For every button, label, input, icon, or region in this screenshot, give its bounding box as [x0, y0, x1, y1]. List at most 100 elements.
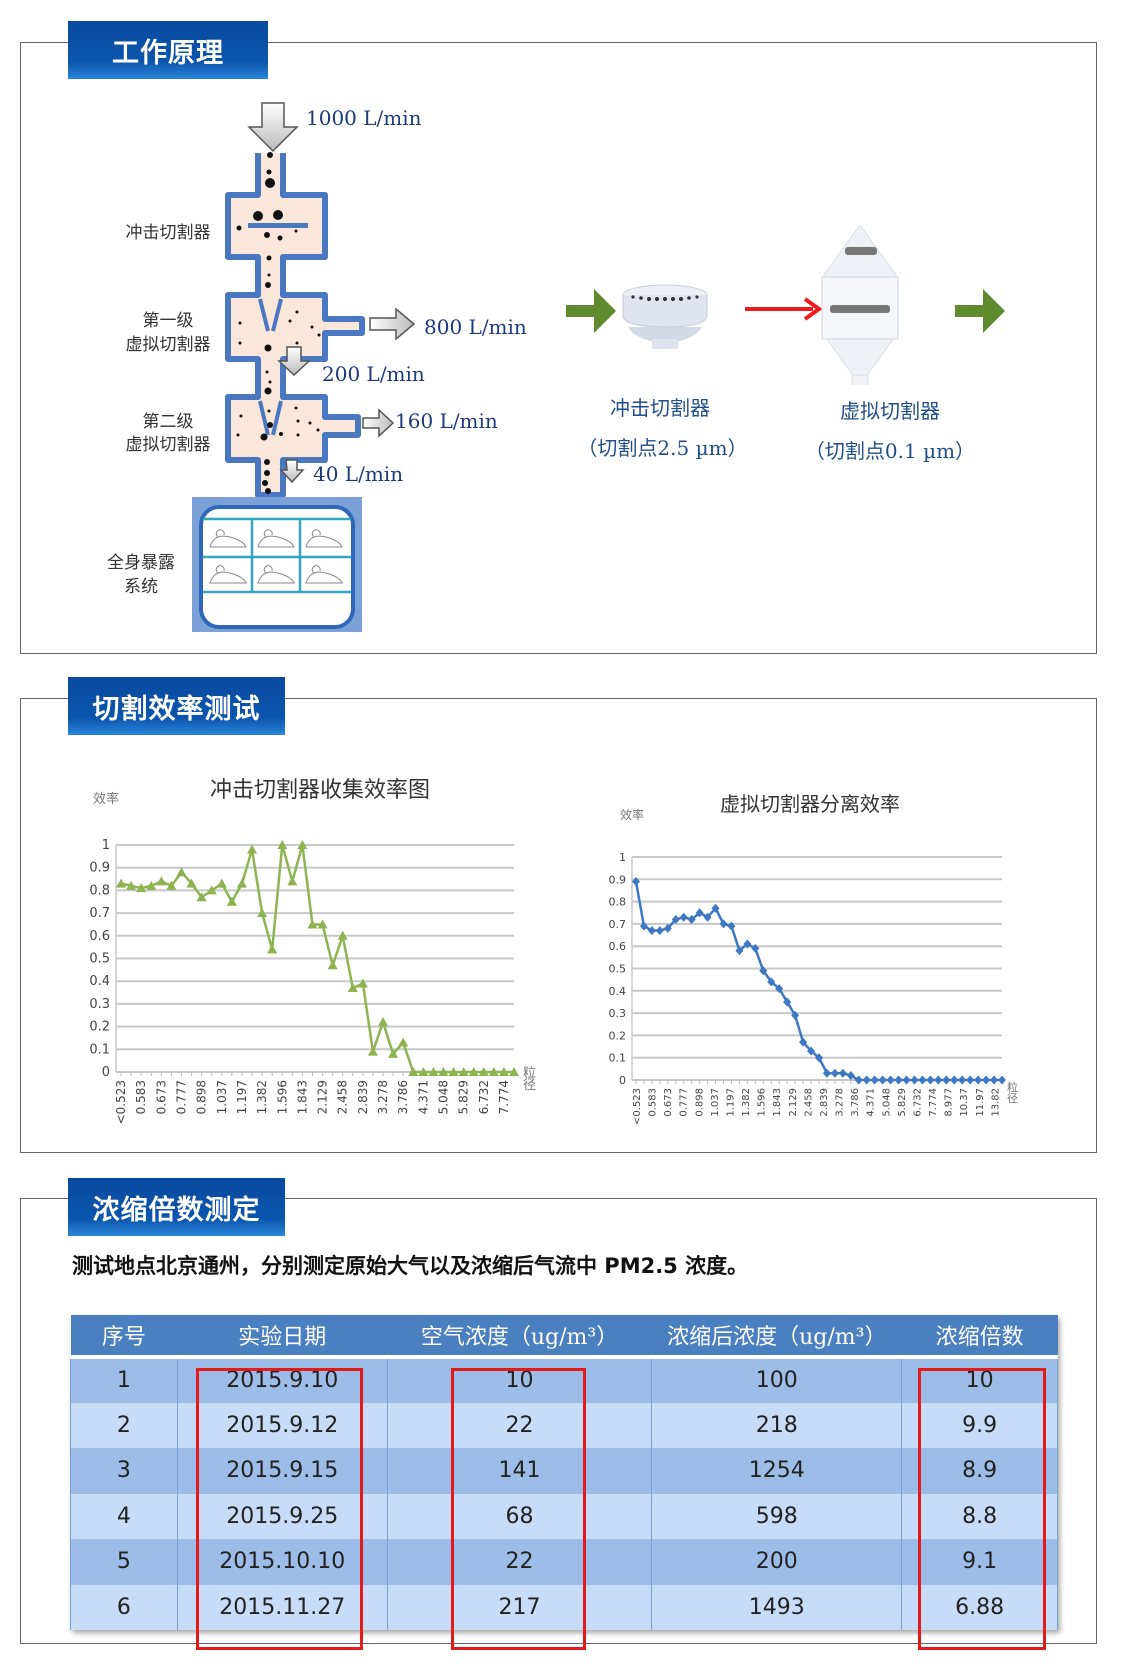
green-arrow-icon: [955, 289, 1005, 333]
virtual2-label-line1: 第二级: [142, 412, 194, 432]
cell-factor: 10: [901, 1357, 1058, 1403]
svg-text:0.6: 0.6: [609, 940, 627, 953]
downflow-arrow-icon: [279, 459, 305, 484]
svg-text:2.839: 2.839: [819, 1088, 830, 1117]
chart2-xlabel: 粒径: [1007, 1081, 1018, 1105]
flow-inlet: 1000 L/min: [306, 106, 422, 130]
outflow-arrow-icon: [362, 408, 395, 438]
svg-text:0.6: 0.6: [89, 929, 110, 944]
svg-text:11.97: 11.97: [975, 1088, 986, 1117]
green-arrow-icon: [566, 289, 616, 333]
impactor-label: 冲击切割器: [125, 223, 211, 243]
svg-text:0.898: 0.898: [195, 1080, 209, 1114]
exposure-label-line2: 系统: [124, 577, 158, 597]
virtual2-label-line2: 虚拟切割器: [125, 435, 211, 455]
svg-text:7.774: 7.774: [497, 1080, 511, 1114]
svg-text:1.197: 1.197: [235, 1080, 249, 1114]
chart2-title: 虚拟切割器分离效率: [720, 792, 900, 816]
cell-concentrated: 218: [651, 1402, 903, 1448]
svg-text:0.3: 0.3: [609, 1007, 627, 1020]
cell-index: 6: [70, 1584, 178, 1630]
cell-factor: 9.9: [901, 1402, 1058, 1448]
svg-text:13.82: 13.82: [990, 1088, 1001, 1117]
col-header-factor: 浓缩倍数: [901, 1315, 1058, 1359]
cell-date: 2015.9.25: [176, 1493, 388, 1539]
impactor-device-image: [622, 284, 708, 349]
svg-text:0.7: 0.7: [89, 906, 110, 921]
chart1-xlabel: 粒径: [523, 1066, 537, 1093]
svg-text:5.829: 5.829: [457, 1080, 471, 1114]
svg-text:3.278: 3.278: [835, 1088, 846, 1117]
svg-text:0.898: 0.898: [694, 1088, 705, 1117]
svg-text:0.4: 0.4: [609, 985, 627, 998]
chart1-ylabel: 效率: [93, 792, 120, 807]
svg-text:8.977: 8.977: [944, 1088, 955, 1117]
svg-text:1.197: 1.197: [725, 1088, 736, 1117]
flow-out2: 160 L/min: [395, 409, 498, 433]
virtual-device-image: [821, 225, 899, 385]
svg-text:0.673: 0.673: [663, 1088, 674, 1117]
cell-date: 2015.10.10: [176, 1539, 388, 1585]
svg-text:3.278: 3.278: [376, 1080, 390, 1114]
table-header-row: 序号 实验日期 空气浓度（ug/m³） 浓缩后浓度（ug/m³） 浓缩倍数: [70, 1315, 1058, 1359]
cell-factor: 6.88: [901, 1584, 1058, 1630]
svg-text:1: 1: [619, 851, 626, 864]
svg-text:1.382: 1.382: [741, 1088, 752, 1117]
concentration-description: 测试地点北京通州，分别测定原始大气以及浓缩后气流中 PM2.5 浓度。: [72, 1254, 749, 1278]
efficiency-title: 切割效率测试: [68, 677, 285, 735]
cell-factor: 9.1: [901, 1539, 1058, 1585]
svg-text:0.2: 0.2: [609, 1029, 627, 1042]
svg-text:0.3: 0.3: [89, 997, 110, 1012]
svg-text:0: 0: [619, 1074, 626, 1087]
cell-index: 3: [70, 1448, 178, 1494]
inlet-arrow-icon: [247, 102, 299, 153]
svg-text:5.048: 5.048: [881, 1088, 892, 1117]
outflow-arrow-icon: [369, 307, 416, 341]
svg-text:<0.523: <0.523: [632, 1088, 643, 1125]
highlight-factor-column: [918, 1368, 1046, 1650]
cell-air: 217: [386, 1584, 653, 1630]
cell-factor: 8.9: [901, 1448, 1058, 1494]
cell-date: 2015.9.12: [176, 1402, 388, 1448]
cell-concentrated: 1254: [651, 1448, 903, 1494]
svg-text:0.9: 0.9: [89, 861, 110, 876]
svg-text:0.7: 0.7: [609, 918, 627, 931]
svg-text:5.829: 5.829: [897, 1088, 908, 1117]
svg-text:2.839: 2.839: [356, 1080, 370, 1114]
cell-air: 22: [386, 1539, 653, 1585]
svg-text:6.732: 6.732: [477, 1080, 491, 1114]
svg-text:0.777: 0.777: [174, 1080, 188, 1114]
principle-title: 工作原理: [68, 21, 268, 79]
svg-text:2.458: 2.458: [336, 1080, 350, 1114]
cell-date: 2015.11.27: [176, 1584, 388, 1630]
svg-text:0.2: 0.2: [89, 1020, 110, 1035]
impactor-device-name: 冲击切割器: [610, 396, 710, 420]
svg-text:2.458: 2.458: [803, 1088, 814, 1117]
virtual1-label-line2: 虚拟切割器: [125, 335, 211, 355]
virtual-device-name: 虚拟切割器: [840, 399, 940, 423]
exposure-label-line1: 全身暴露: [107, 553, 175, 573]
svg-text:0.8: 0.8: [609, 896, 627, 909]
svg-text:3.786: 3.786: [396, 1080, 410, 1114]
cell-date: 2015.9.15: [176, 1448, 388, 1494]
svg-text:0.777: 0.777: [679, 1088, 690, 1117]
svg-text:2.129: 2.129: [316, 1080, 330, 1114]
impactor-device-cutpoint: （切割点2.5 µm）: [577, 436, 748, 460]
svg-text:1.843: 1.843: [772, 1088, 783, 1117]
highlight-date-column: [196, 1368, 363, 1650]
cell-concentrated: 200: [651, 1539, 903, 1585]
svg-text:1.382: 1.382: [255, 1080, 269, 1114]
cell-air: 22: [386, 1402, 653, 1448]
flow-down1: 200 L/min: [322, 362, 425, 386]
cell-concentrated: 1493: [651, 1584, 903, 1630]
virtual1-label-line1: 第一级: [142, 311, 194, 331]
svg-text:1.037: 1.037: [215, 1080, 229, 1114]
cell-date: 2015.9.10: [176, 1357, 388, 1403]
